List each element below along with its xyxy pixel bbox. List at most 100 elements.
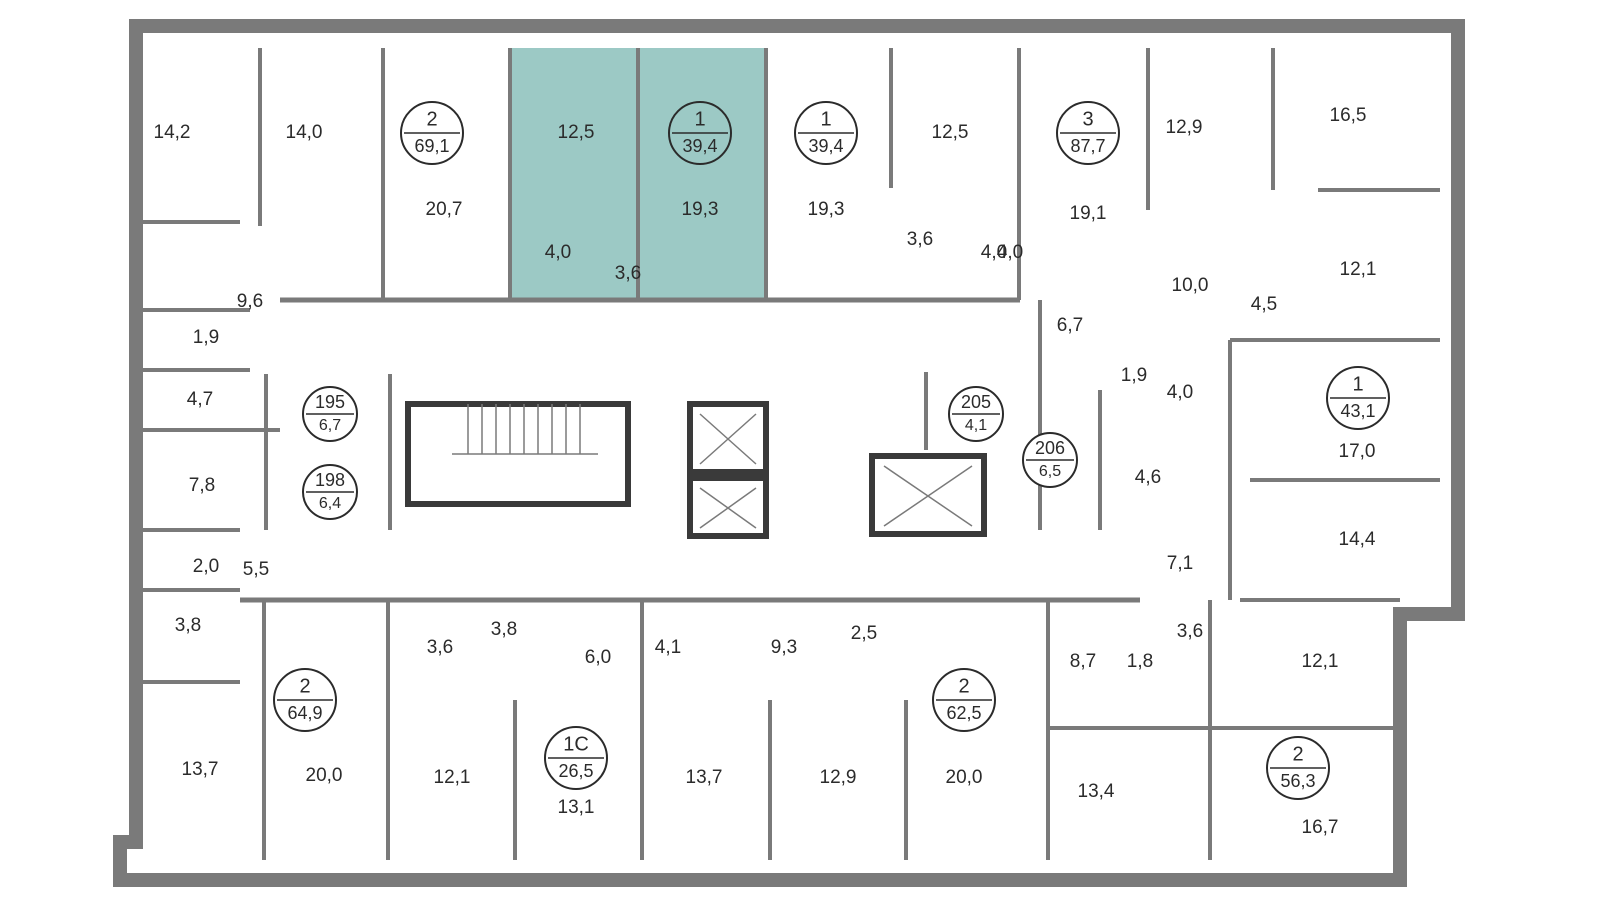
apartment-area: 26,5	[558, 761, 593, 781]
room-area-label: 20,0	[946, 767, 983, 788]
room-area-label: 14,0	[286, 122, 323, 143]
room-area-label: 12,5	[932, 122, 969, 143]
apartment-rooms: 2	[426, 108, 437, 130]
partition	[262, 600, 1212, 860]
room-area-label: 4,6	[1135, 467, 1161, 488]
apartment-area: 87,7	[1070, 136, 1105, 156]
room-area-label: 4,0	[545, 242, 571, 263]
technical-room-number: 206	[1035, 438, 1065, 458]
room-area-label: 19,1	[1070, 203, 1107, 224]
room-area-label: 13,1	[558, 797, 595, 818]
apartment-area: 43,1	[1340, 401, 1375, 421]
walls	[113, 19, 1465, 887]
room-area-label: 3,6	[1177, 621, 1203, 642]
room-area-label: 19,3	[682, 199, 719, 220]
apartment-badge[interactable]: 139,4	[668, 101, 732, 165]
outer-wall	[113, 19, 1465, 887]
elevator-shaft-1	[687, 401, 769, 475]
apartment-badge[interactable]: 387,7	[1056, 101, 1120, 165]
apartment-badge[interactable]: 269,1	[400, 101, 464, 165]
apartment-rooms: 2	[1292, 743, 1303, 765]
room-area-label: 1,8	[1127, 651, 1153, 672]
partition	[136, 220, 280, 684]
apartment-rooms: 1	[694, 108, 705, 130]
room-area-label: 4,0	[1167, 382, 1193, 403]
technical-room-number: 198	[315, 470, 345, 490]
elevator-shaft-3	[869, 453, 987, 537]
partition	[264, 300, 1232, 600]
room-area-label: 16,5	[1330, 105, 1367, 126]
room-area-label: 12,5	[558, 122, 595, 143]
apartment-area: 39,4	[682, 136, 717, 156]
technical-room-number: 195	[315, 392, 345, 412]
room-area-label: 14,4	[1339, 529, 1376, 550]
room-area-label: 20,0	[306, 765, 343, 786]
room-area-label: 7,1	[1167, 553, 1193, 574]
room-area-label: 13,4	[1078, 781, 1115, 802]
room-area-label: 10,0	[1172, 275, 1209, 296]
apartment-rooms: 2	[958, 675, 969, 697]
technical-room-area: 6,7	[319, 417, 341, 434]
stair-treads	[452, 404, 973, 529]
room-area-label: 8,7	[1070, 651, 1096, 672]
stair-core	[405, 401, 631, 507]
apartment-badge[interactable]: 1С 26,5	[544, 726, 608, 790]
partition	[1048, 188, 1440, 730]
apartment-badge[interactable]: 143,1	[1326, 366, 1390, 430]
apartment-area: 62,5	[946, 703, 981, 723]
room-area-label: 6,7	[1057, 315, 1083, 336]
room-area-label: 3,8	[175, 615, 201, 636]
apartment-area: 39,4	[808, 136, 843, 156]
technical-room-area: 6,4	[319, 495, 341, 512]
apartment-area: 56,3	[1280, 771, 1315, 791]
room-area-label: 3,6	[427, 637, 453, 658]
room-area-label: 4,1	[655, 637, 681, 658]
apartment-rooms: 2	[299, 675, 310, 697]
room-area-label: 2,0	[193, 556, 219, 577]
room-area-label: 12,1	[1340, 259, 1377, 280]
apartment-rooms: 3	[1082, 108, 1093, 130]
room-area-label: 12,9	[820, 767, 857, 788]
apartment-area: 69,1	[414, 136, 449, 156]
room-area-label: 2,5	[851, 623, 877, 644]
room-area-label: 12,1	[1302, 651, 1339, 672]
room-area-label: 14,2	[154, 122, 191, 143]
room-area-label: 3,6	[907, 229, 933, 250]
room-area-label: 5,5	[243, 559, 269, 580]
room-area-label: 4,5	[1251, 294, 1277, 315]
apartment-badge[interactable]: 264,9	[273, 668, 337, 732]
technical-room-area: 6,5	[1039, 463, 1061, 480]
apartment-rooms: 1С	[563, 733, 589, 755]
technical-room-number: 205	[961, 392, 991, 412]
apartment-badge[interactable]: 139,4	[794, 101, 858, 165]
apartment-rooms: 1	[1352, 373, 1363, 395]
room-area-label: 1,9	[1121, 365, 1147, 386]
room-area-label: 20,7	[426, 199, 463, 220]
room-area-label: 12,1	[434, 767, 471, 788]
room-area-label: 13,7	[686, 767, 723, 788]
apartment-badges: 269,1139,4139,4387,7143,1256,3262,51С26,…	[273, 101, 1390, 800]
technical-room-area: 4,1	[965, 417, 987, 434]
room-area-label: 13,7	[182, 759, 219, 780]
room-area-label: 4,0	[997, 242, 1023, 263]
partition	[258, 48, 1275, 300]
apartment-badge[interactable]: 262,5	[932, 668, 996, 732]
room-area-label: 7,8	[189, 475, 215, 496]
room-area-label: 16,7	[1302, 817, 1339, 838]
room-area-label: 19,3	[808, 199, 845, 220]
apartment-area: 64,9	[287, 703, 322, 723]
room-area-label: 3,6	[615, 263, 641, 284]
room-area-label: 12,9	[1166, 117, 1203, 138]
room-area-label: 17,0	[1339, 441, 1376, 462]
apartment-badge[interactable]: 256,3	[1266, 736, 1330, 800]
room-area-label: 9,3	[771, 637, 797, 658]
room-area-label: 1,9	[193, 327, 219, 348]
room-area-label: 6,0	[585, 647, 611, 668]
